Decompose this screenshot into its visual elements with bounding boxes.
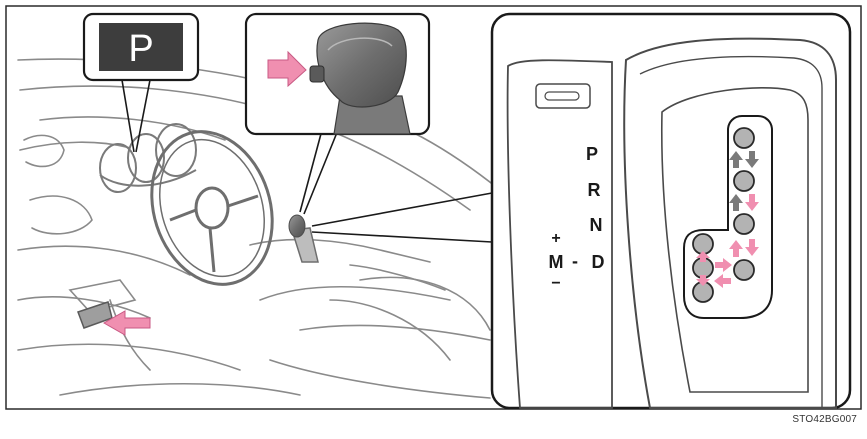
gate-position-p [734, 128, 754, 148]
gate-label-minus-dash: - [572, 251, 578, 271]
gate-label-r: R [588, 180, 601, 200]
console-switch-icon [536, 84, 590, 108]
gate-position-d [734, 260, 754, 280]
gate-label-n: N [590, 215, 603, 235]
figure-code: STO42BG007 [792, 414, 857, 425]
gate-label-d: D [592, 252, 605, 272]
p-indicator-letter: P [128, 28, 153, 70]
gate-label-m: M [549, 252, 564, 272]
shift-knob-callout [246, 14, 429, 134]
gate-label-plus: + [551, 230, 560, 247]
shift-gate-callout: P R N D M - + − [492, 14, 850, 408]
shift-button-icon [310, 66, 324, 82]
gate-position-r [734, 171, 754, 191]
gate-position-n [734, 214, 754, 234]
p-indicator-callout: P [84, 14, 198, 80]
gate-label-minus: − [551, 275, 560, 292]
gate-label-p: P [586, 144, 598, 164]
